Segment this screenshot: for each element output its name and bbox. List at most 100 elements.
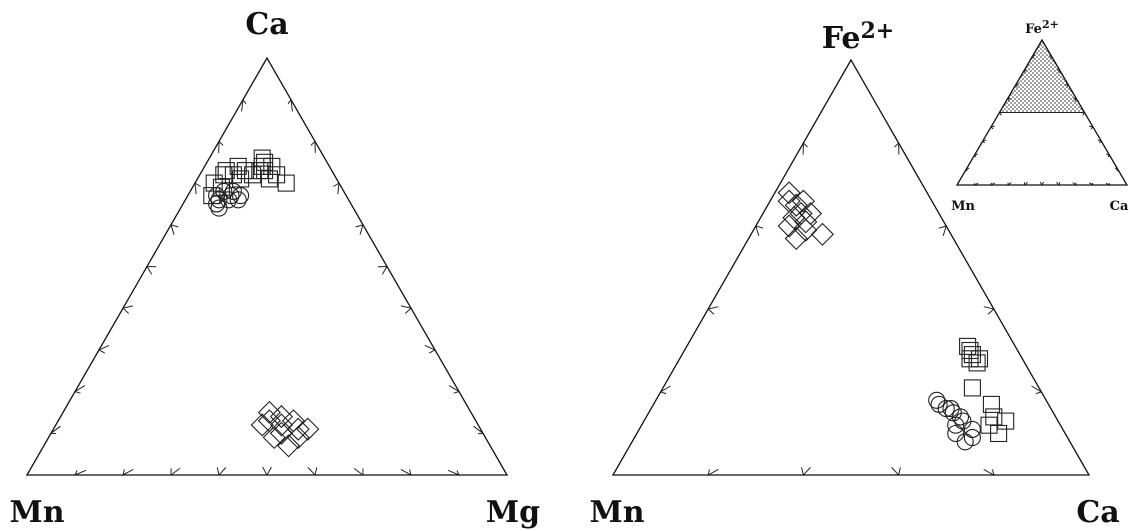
right-tick-1-1 [894, 141, 900, 155]
right-tick-0-4 [802, 141, 808, 155]
right-diamond-marker-0-10 [791, 189, 815, 213]
right-diamond-marker-0-5 [794, 210, 818, 234]
right-diamond-marker-0-2 [784, 193, 808, 217]
left-circle-marker-1-3 [208, 195, 226, 213]
left-tick-1-5 [377, 265, 388, 275]
left-vertex-top-label: Ca [245, 7, 288, 42]
inset-tick-1-1 [1048, 53, 1052, 59]
right-vertex-top-element: Fe [822, 21, 861, 56]
left-tick-0-9 [241, 98, 247, 112]
right-diamond-marker-0-4 [782, 206, 806, 230]
left-tick-0-6 [170, 224, 179, 235]
inset-tick-2-4 [1056, 181, 1061, 187]
inset-tick-0-8 [1024, 67, 1027, 74]
right-diamond-marker-0-8 [784, 226, 808, 251]
left-tick-2-3 [353, 467, 364, 477]
right-square-marker-1-4 [968, 354, 986, 372]
left-tick-0-7 [194, 182, 201, 195]
left-tick-0-3 [97, 344, 110, 354]
ternary-left: Ca Mn Mg [9, 7, 540, 530]
inset-tick-0-6 [1007, 97, 1011, 102]
left-tick-0-1 [49, 425, 61, 435]
left-tick-1-7 [424, 344, 437, 354]
inset-vertex-top-element: Fe [1025, 22, 1042, 37]
left-tick-2-6 [216, 467, 227, 477]
right-diamond-marker-0-11 [777, 214, 801, 238]
right-tick-2-3 [801, 467, 811, 477]
left-tick-1-2 [310, 140, 316, 154]
left-diamond-marker-2-9 [262, 425, 286, 450]
inset-tick-0-4 [989, 125, 995, 130]
left-diamond-marker-2-0 [257, 400, 281, 425]
inset-vertex-right-label: Ca [1110, 199, 1129, 214]
left-tick-0-4 [121, 305, 134, 314]
left-diamond-marker-2-8 [250, 413, 274, 437]
left-diamond-marker-2-10 [277, 434, 301, 458]
right-tick-0-2 [707, 306, 719, 315]
inset-tick-2-2 [1088, 182, 1094, 186]
right-tick-1-2 [938, 225, 947, 237]
left-tick-2-1 [447, 469, 460, 476]
left-tick-1-6 [400, 305, 413, 314]
inset-vertex-top-label: Fe2+ [1025, 18, 1059, 37]
left-circle-marker-1-8 [229, 191, 247, 209]
right-square-marker-1-6 [982, 395, 1000, 413]
inset-vertex-left-label: Mn [951, 199, 975, 214]
left-vertex-left-label: Mn [9, 495, 64, 530]
left-diamond-marker-2-11 [296, 417, 320, 441]
inset-shaded-region [998, 39, 1086, 113]
right-square-marker-1-11 [961, 350, 979, 368]
right-vertex-top-label: Fe2+ [822, 18, 895, 56]
right-circle-marker-2-6 [947, 416, 965, 434]
inset-tick-0-5 [998, 111, 1003, 116]
left-tick-1-4 [355, 224, 364, 235]
right-tick-1-3 [983, 306, 995, 315]
inset-tick-2-8 [990, 182, 996, 186]
inset-tick-2-9 [972, 182, 979, 186]
left-tick-2-2 [400, 468, 412, 476]
right-square-marker-1-9 [990, 424, 1008, 443]
left-tick-1-9 [473, 425, 485, 435]
left-tick-0-8 [218, 140, 224, 154]
right-vertex-top-charge: 2+ [861, 18, 895, 44]
left-square-marker-0-17 [260, 170, 278, 188]
right-circle-marker-2-11 [947, 424, 965, 443]
right-tick-2-2 [891, 467, 901, 477]
inset-tick-2-5 [1039, 181, 1045, 187]
inset-tick-1-3 [1065, 82, 1069, 88]
left-diamond-marker-2-5 [286, 417, 310, 441]
left-tick-2-4 [307, 467, 318, 477]
ternary-right: Fe2+ Mn Ca [589, 18, 1119, 530]
right-vertex-right-label: Ca [1076, 495, 1119, 530]
right-tick-0-3 [755, 225, 764, 237]
inset-ternary: Fe2+ Mn Ca [951, 18, 1129, 214]
inset-tick-1-8 [1106, 153, 1112, 158]
right-square-marker-1-5 [963, 379, 981, 397]
right-diamond-marker-0-7 [794, 218, 818, 242]
left-tick-1-3 [333, 182, 340, 195]
left-tick-1-1 [287, 98, 293, 112]
left-tick-0-5 [146, 265, 157, 275]
left-tick-2-9 [74, 469, 87, 476]
left-diamond-marker-2-7 [269, 405, 293, 429]
right-tick-0-1 [659, 385, 671, 395]
inset-tick-2-3 [1072, 182, 1077, 187]
left-square-marker-0-14 [253, 149, 271, 167]
left-tick-1-8 [448, 385, 461, 394]
inset-tick-0-3 [981, 139, 987, 144]
left-diamond-marker-2-6 [286, 425, 310, 450]
left-tick-2-7 [170, 467, 181, 477]
right-diamond-marker-0-0 [777, 181, 801, 205]
left-square-marker-0-16 [277, 174, 295, 192]
inset-tick-1-5 [1081, 111, 1086, 116]
left-circle-marker-1-9 [232, 187, 250, 205]
left-circle-marker-1-1 [210, 191, 228, 209]
inset-tick-1-6 [1089, 125, 1095, 130]
inset-vertex-top-charge: 2+ [1042, 18, 1059, 31]
inset-tick-2-7 [1007, 182, 1012, 187]
left-diamond-marker-2-2 [269, 413, 293, 437]
inset-tick-0-2 [972, 153, 978, 158]
right-tick-1-4 [1031, 385, 1043, 395]
inset-tick-1-7 [1097, 139, 1103, 144]
right-square-marker-1-3 [970, 350, 989, 368]
